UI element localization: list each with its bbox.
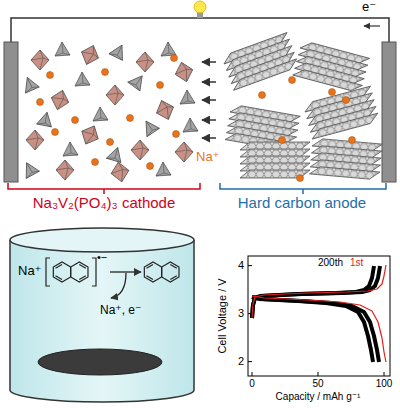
po4-tetrahedron bbox=[55, 42, 70, 56]
vo6-octahedron bbox=[31, 50, 49, 70]
tick-label: 4 bbox=[238, 259, 244, 272]
charge-label: •− bbox=[97, 251, 107, 264]
vo6-octahedron bbox=[78, 43, 102, 68]
axis-ticks bbox=[248, 266, 384, 376]
naphthalene bbox=[144, 262, 179, 282]
electron-arrow bbox=[364, 25, 380, 26]
tick-label: 2 bbox=[238, 355, 244, 368]
po4-tetrahedron bbox=[180, 90, 195, 104]
tick-label: 3 bbox=[238, 307, 244, 320]
graphene-stack bbox=[310, 138, 383, 180]
hard-carbon-structure bbox=[221, 33, 382, 182]
ion-flow-arrow bbox=[202, 99, 216, 101]
anode-current-collector bbox=[382, 42, 396, 182]
region-heading: Hard carbon anode bbox=[238, 194, 366, 212]
transfer-arrow bbox=[111, 273, 126, 298]
po4-tetrahedron bbox=[140, 117, 160, 137]
po4-tetrahedron bbox=[156, 162, 171, 176]
cathode-bracket bbox=[8, 183, 200, 194]
graphene-stack bbox=[221, 33, 299, 91]
po4-tetrahedron bbox=[20, 159, 40, 178]
graphene-stack bbox=[293, 40, 370, 93]
vo6-octahedron bbox=[131, 140, 149, 160]
vo6-octahedron bbox=[78, 122, 103, 148]
cathode-region: Na₃V₂(PO₄)₃ cathode bbox=[6, 40, 202, 212]
tick-label: 0 bbox=[249, 378, 255, 390]
cathode-structure bbox=[20, 42, 198, 184]
ion-label: Na⁺ bbox=[196, 150, 219, 165]
region-heading: Na₃V₂(PO₄)₃ cathode bbox=[33, 194, 176, 212]
series-label: 1st bbox=[350, 257, 363, 269]
axis-title: Cell Voltage / V bbox=[216, 278, 229, 353]
vo6-octahedron bbox=[109, 161, 130, 184]
anode-bracket bbox=[220, 183, 386, 194]
tick-label: 100 bbox=[376, 378, 393, 390]
plot-frame bbox=[248, 256, 390, 376]
po4-tetrahedron bbox=[37, 110, 55, 127]
vo6-octahedron bbox=[136, 52, 154, 72]
po4-tetrahedron bbox=[128, 71, 148, 91]
vo6-octahedron bbox=[173, 60, 196, 84]
vo6-octahedron bbox=[56, 160, 74, 180]
po4-tetrahedron bbox=[21, 75, 40, 93]
po4-tetrahedron bbox=[93, 107, 108, 121]
first-cycle-curve bbox=[252, 265, 386, 362]
po4-tetrahedron bbox=[63, 142, 78, 156]
beaker-rim bbox=[10, 228, 194, 252]
reaction-arrow bbox=[110, 271, 141, 272]
po4-tetrahedron bbox=[161, 42, 176, 56]
sodium-ions bbox=[259, 77, 356, 182]
anode-region: Hard carbon anode bbox=[216, 40, 388, 212]
naphthalene-radical-anion bbox=[53, 262, 88, 282]
hard-carbon-electrode bbox=[38, 349, 162, 375]
external-wire bbox=[11, 18, 389, 42]
anion-brackets bbox=[46, 258, 96, 286]
cycle-curves bbox=[252, 266, 380, 362]
axis-title: Capacity / mAh g⁻¹ bbox=[276, 391, 361, 403]
vo6-octahedron bbox=[153, 98, 177, 123]
light-bulb bbox=[194, 1, 206, 13]
cathode-current-collector bbox=[4, 42, 18, 182]
sodium-ions bbox=[37, 55, 180, 170]
beaker-body bbox=[10, 240, 194, 402]
ion-flow-arrows bbox=[202, 62, 216, 138]
transfer-label: Na⁺, e⁻ bbox=[100, 304, 141, 318]
ion-label: Na⁺ bbox=[18, 264, 41, 279]
graphene-stack bbox=[240, 142, 310, 178]
electron-label: e⁻ bbox=[362, 0, 376, 15]
po4-tetrahedron bbox=[106, 145, 125, 163]
vo6-octahedron bbox=[106, 85, 124, 105]
graphene-stack bbox=[303, 86, 380, 139]
vo6-octahedron bbox=[49, 88, 72, 112]
vo6-octahedron bbox=[175, 142, 193, 162]
vo6-octahedron bbox=[26, 130, 44, 150]
po4-tetrahedron bbox=[109, 42, 129, 62]
po4-tetrahedron bbox=[183, 118, 198, 132]
tick-label: 50 bbox=[312, 378, 323, 390]
po4-tetrahedron bbox=[75, 72, 90, 86]
series-label: 200th bbox=[318, 257, 343, 269]
